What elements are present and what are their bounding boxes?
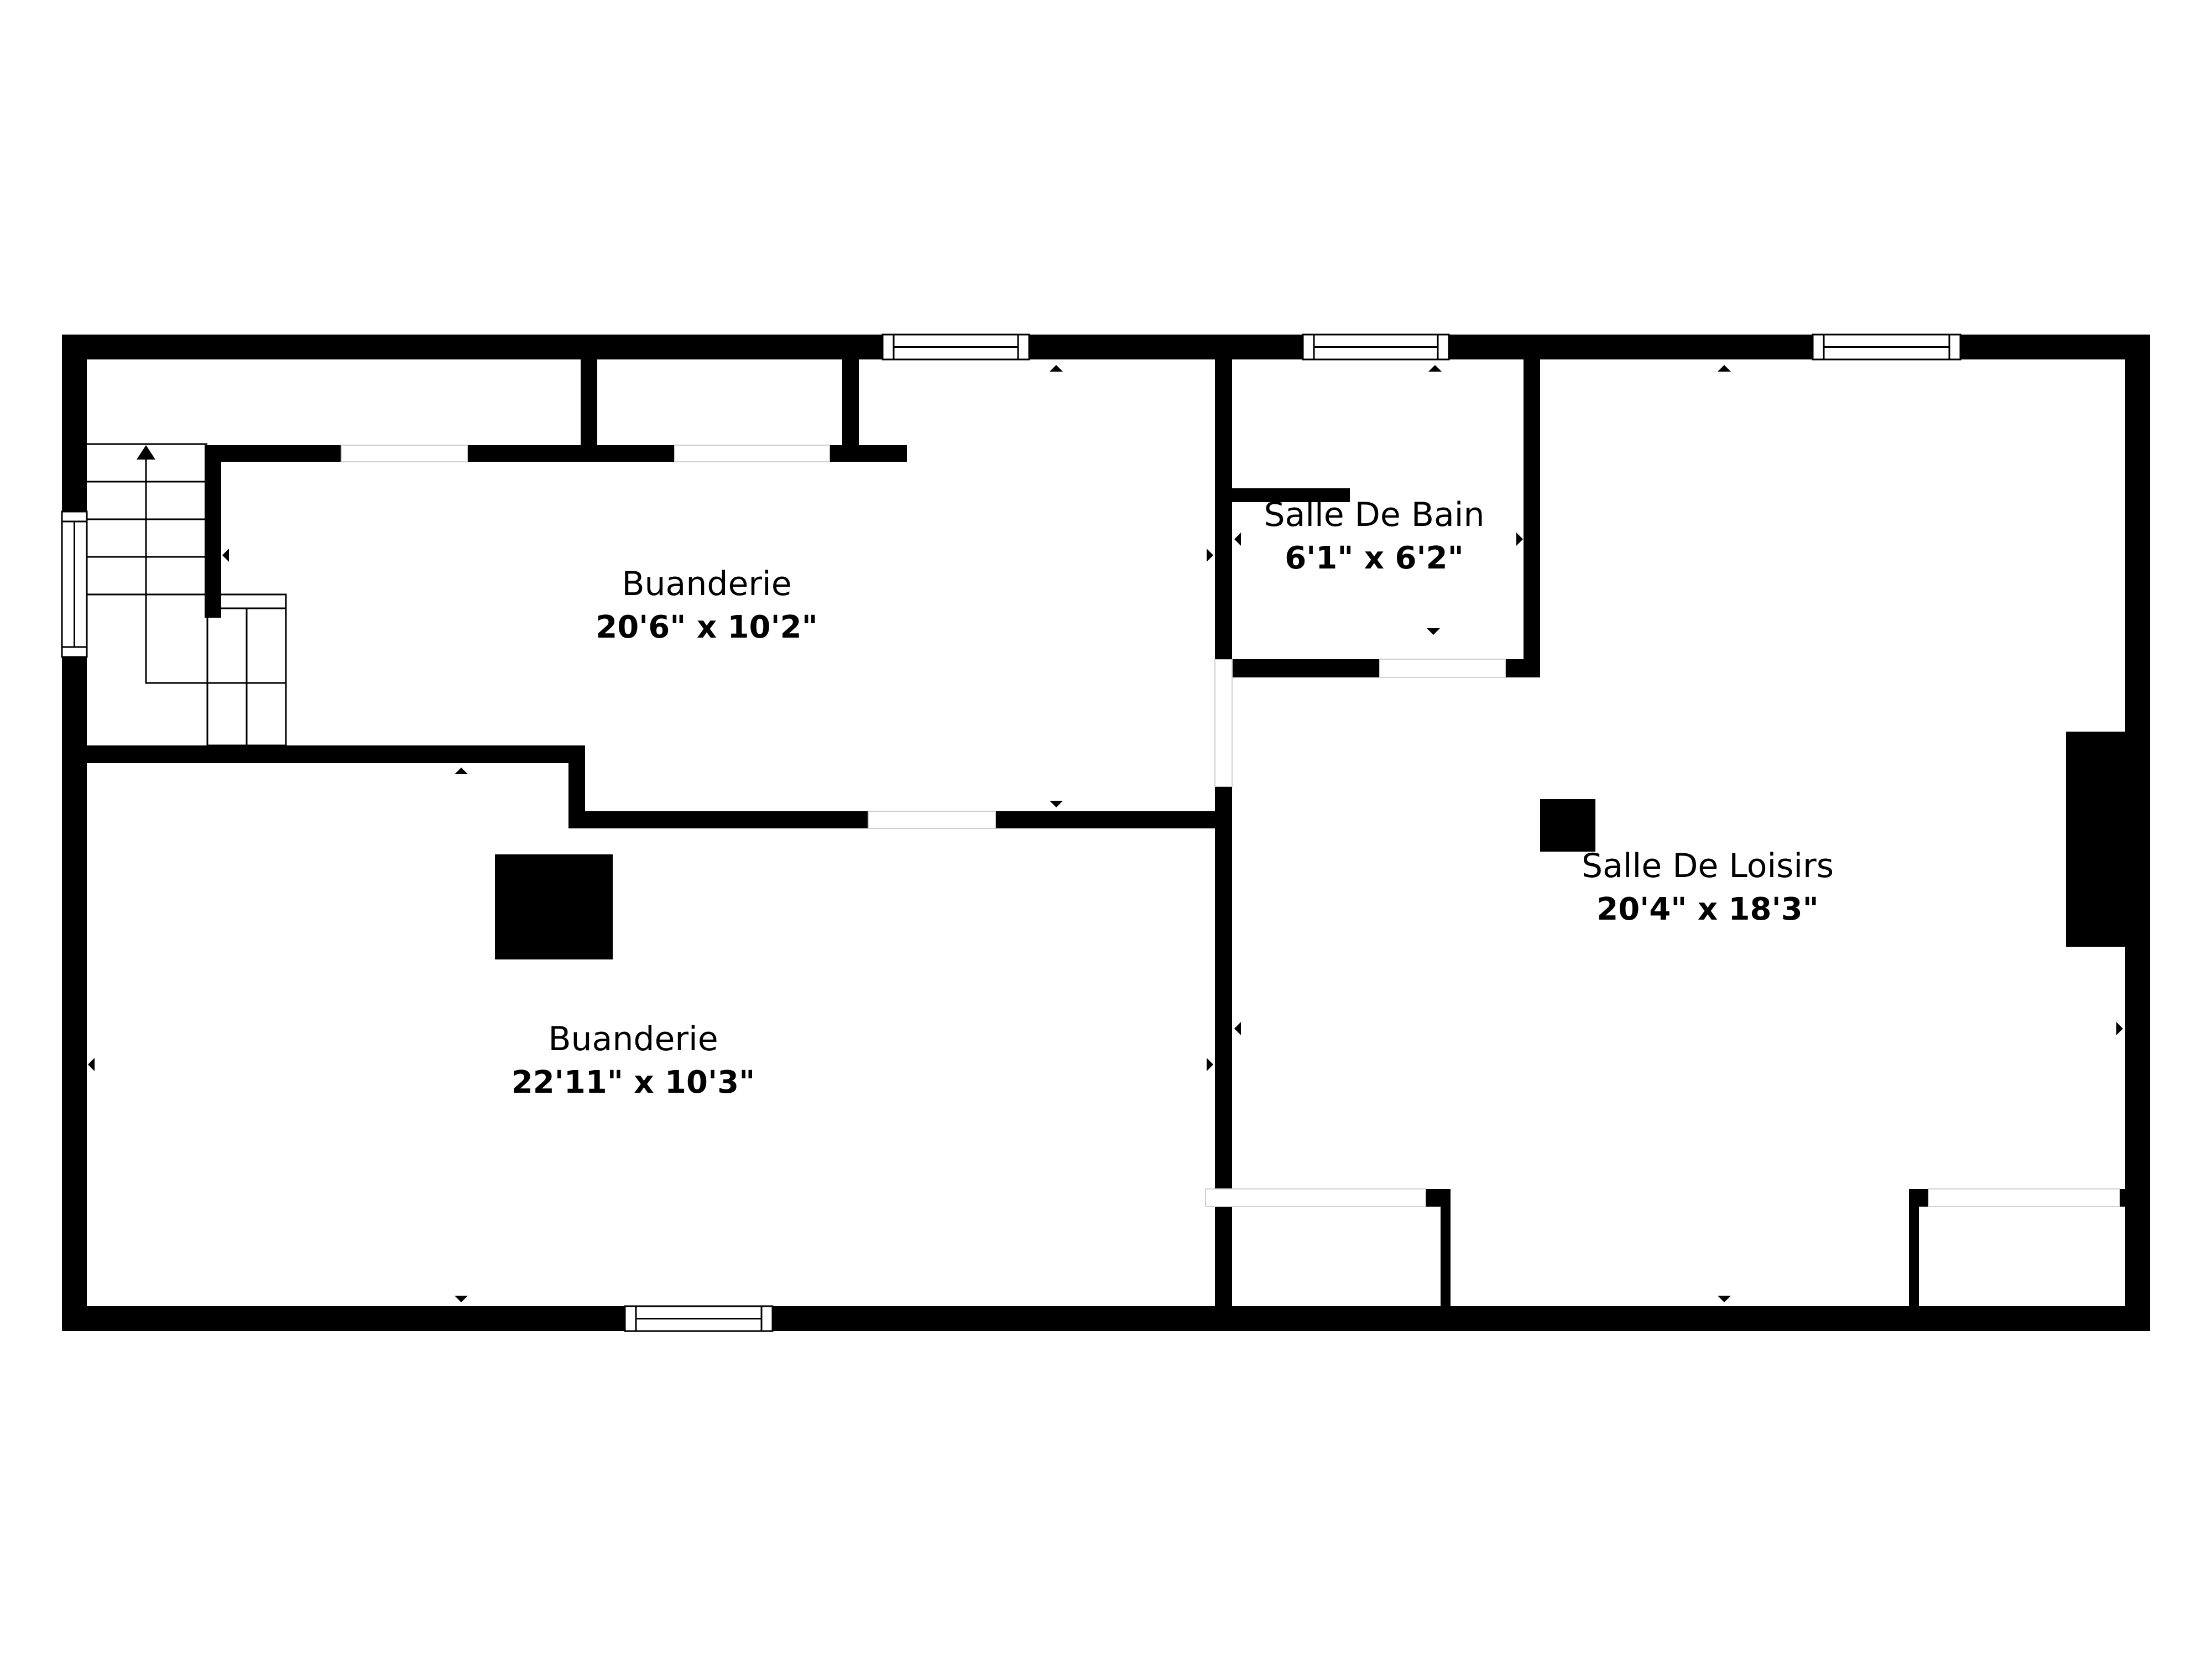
- door-opening: [868, 811, 996, 829]
- outer-wall-bottom: [62, 1306, 2150, 1331]
- dimension-marker-icon: [1050, 801, 1063, 807]
- dimension-marker-icon: [1718, 1296, 1731, 1302]
- wall-segment: [1909, 1189, 1919, 1331]
- door-opening: [1928, 1188, 2120, 1207]
- window-icon: [1302, 333, 1450, 361]
- wall-segment: [842, 359, 859, 453]
- wall-segment: [581, 359, 597, 453]
- room-label-salle-de-bain: Salle De Bain 6'1" x 6'2": [1264, 493, 1485, 581]
- door-openings: [341, 445, 2120, 1207]
- room-dimensions: 20'6" x 10'2": [596, 609, 818, 645]
- room-dimensions: 22'11" x 10'3": [511, 1065, 755, 1100]
- room-dimensions: 20'4" x 18'3": [1597, 891, 1819, 927]
- dimension-marker-icon: [1427, 628, 1440, 635]
- room-label-buanderie-lower: Buanderie 22'11" x 10'3": [512, 1018, 755, 1105]
- windows: [61, 333, 1961, 1332]
- window-icon: [61, 510, 88, 658]
- outer-wall-left: [62, 335, 87, 1331]
- room-name: Salle De Loisirs: [1582, 847, 1834, 885]
- dimension-markers: [88, 365, 2123, 1302]
- door-opening: [341, 445, 468, 462]
- dimension-marker-icon: [88, 1058, 95, 1071]
- door-opening: [1205, 1188, 1426, 1207]
- wall-segment: [1524, 359, 1540, 677]
- dimension-marker-icon: [1207, 1058, 1213, 1071]
- dimension-marker-icon: [1050, 365, 1063, 372]
- dimension-marker-icon: [1234, 1022, 1241, 1035]
- wall-segment: [205, 445, 221, 618]
- window-icon: [624, 1305, 774, 1332]
- wall-segment: [1215, 359, 1232, 1331]
- dimension-marker-icon: [1516, 533, 1523, 546]
- dimension-marker-icon: [455, 1296, 468, 1302]
- dimension-marker-icon: [455, 768, 468, 774]
- stair-direction-arrow-icon: [137, 445, 155, 460]
- room-name: Buanderie: [622, 565, 792, 603]
- dimension-marker-icon: [1718, 365, 1731, 372]
- dimension-marker-icon: [2116, 1022, 2123, 1035]
- wall-segment: [2066, 732, 2125, 947]
- stair-path: [145, 455, 207, 684]
- staircase: [87, 443, 287, 747]
- door-opening: [674, 445, 830, 462]
- dimension-marker-icon: [1234, 533, 1241, 546]
- window-icon: [1812, 333, 1961, 361]
- outer-wall-right: [2125, 335, 2150, 1331]
- dimension-marker-icon: [222, 549, 229, 562]
- wall-segment: [495, 854, 613, 959]
- room-label-salle-de-loisirs: Salle De Loisirs 20'4" x 18'3": [1582, 844, 1834, 932]
- dimension-marker-icon: [1428, 365, 1442, 372]
- wall-segment: [1540, 799, 1595, 852]
- wall-segment: [1441, 1189, 1451, 1331]
- outer-wall-top: [62, 335, 2150, 359]
- dimension-marker-icon: [1207, 549, 1213, 562]
- outer-walls: [62, 335, 2150, 1331]
- door-opening: [1214, 659, 1233, 787]
- room-label-buanderie-upper: Buanderie 20'6" x 10'2": [596, 562, 818, 650]
- wall-segment: [1232, 488, 1350, 502]
- window-icon: [881, 333, 1030, 361]
- room-name: Buanderie: [548, 1020, 718, 1058]
- room-dimensions: 6'1" x 6'2": [1285, 540, 1464, 576]
- room-name: Salle De Bain: [1264, 495, 1485, 534]
- wall-segment: [87, 745, 583, 763]
- door-opening: [1379, 659, 1506, 678]
